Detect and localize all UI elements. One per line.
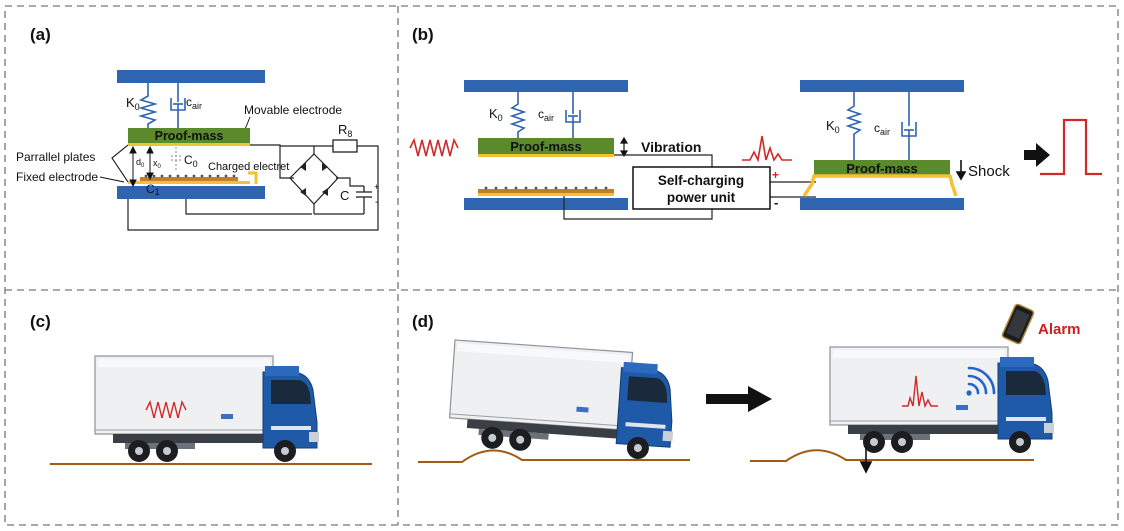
cap-minus: - [375,197,378,208]
electrode-bracket [248,171,258,184]
b-left-electret-charges [484,186,608,190]
b-right-damper-icon [901,92,917,160]
d-transition-arrow-icon [706,386,772,412]
c-vibration-wave [145,399,187,419]
cap-plus: + [374,182,379,192]
panel-label-d: (d) [412,312,434,331]
power-unit-line2: power unit [667,190,736,205]
b-right-cair-label: cair [874,121,890,137]
vibration-wave [409,137,459,157]
bridge-rectifier-icon [289,153,339,205]
b-left-cair-label: cair [538,107,554,123]
panel-label-b: (b) [412,25,434,44]
c0-capacitor [171,147,181,170]
damper-icon [170,83,186,128]
d-shock-down-arrow-icon [859,446,873,474]
fixed-electrode-label: Fixed electrode [16,170,98,184]
x0-label: x0 [153,158,162,170]
output-capacitor-icon [314,186,372,215]
shock-label: Shock [968,163,1010,180]
b-left-damper-icon [565,92,581,138]
panel-b-system: K0 cair Proof-mass Vibration Self-ch [409,80,1102,220]
c0-label: C0 [184,153,198,169]
b-right-top-plate [800,80,964,92]
output-pulse [1040,118,1102,176]
proof-mass-label: Proof-mass [155,129,224,143]
b-left-movable-electrode [478,154,614,157]
b-wires [563,154,816,220]
c1-label: C1 [146,182,160,197]
charged-electret-layer [140,177,238,181]
panel-a-circuit: K0 cair Movable electrode Proof-mass C0 … [16,70,379,231]
resistor-icon [332,139,358,153]
b-left-bottom-plate [464,198,628,210]
alarm-label: Alarm [1038,321,1081,338]
b-right-proof-mass [814,160,950,176]
d-left-truck [447,339,680,462]
wifi-icon [966,366,996,396]
b-right-bottom-plate [800,198,964,210]
b-left-proof-mass [478,138,614,154]
fixed-electrode-strip [128,181,250,184]
b-left-electret [478,189,614,193]
gap-arrows [129,145,154,188]
b-right-proof-mass-label: Proof-mass [846,161,918,176]
top-plate [117,70,265,83]
spring-icon [138,83,158,128]
shock-arrow-icon [955,160,967,181]
d-right-truck [829,346,1055,454]
panel-d-shock-scene: Alarm [418,303,1081,474]
b-right-spring-icon [845,92,863,160]
outer-border [4,5,1119,526]
power-unit-box [632,166,771,210]
shock-wave-input [742,135,792,163]
cair-label: cair [186,95,202,111]
panel-label-a: (a) [30,25,51,44]
phone-icon [1001,303,1035,345]
proof-mass-block [128,128,250,143]
k0-label: K0 [126,95,140,112]
b-left-k0-label: K0 [489,106,503,123]
vibration-arrow [619,136,629,158]
vibration-label: Vibration [641,139,701,155]
bottom-plate [117,186,265,199]
circuit-wires [127,144,379,231]
c-truck [94,355,320,463]
fixed-electrode-pointer [99,176,125,183]
b-plus-sign: + [772,168,779,182]
b-right-k0-label: K0 [826,118,840,135]
d0-label: d0 [136,157,145,169]
charged-electret-label: Charged electret [208,161,289,173]
c-cap-label: C [340,188,349,203]
b-left-proof-mass-label: Proof-mass [510,139,582,154]
panel-borders [4,5,1119,526]
b-minus-sign: - [774,195,778,210]
b-left-spring-icon [509,92,527,138]
electret-charges [144,174,236,178]
movable-electrode-strip [128,143,250,146]
r8-label: R8 [338,122,352,139]
b-left-fixed-electrode [478,193,614,196]
d-left-road [418,449,690,463]
b-left-top-plate [464,80,628,92]
parallel-plates-label: Parrallel plates [16,150,95,164]
d-right-road [750,449,1034,462]
d-shock-wave [902,375,938,409]
movable-electrode-label: Movable electrode [244,103,342,117]
panel-label-c: (c) [30,312,51,331]
output-arrow-icon [1024,143,1050,167]
panel-c-truck-scene [50,355,372,465]
b-right-electrode-contact [802,174,958,197]
parallel-plates-bracket [111,144,129,183]
power-unit-line1: Self-charging [658,173,744,188]
